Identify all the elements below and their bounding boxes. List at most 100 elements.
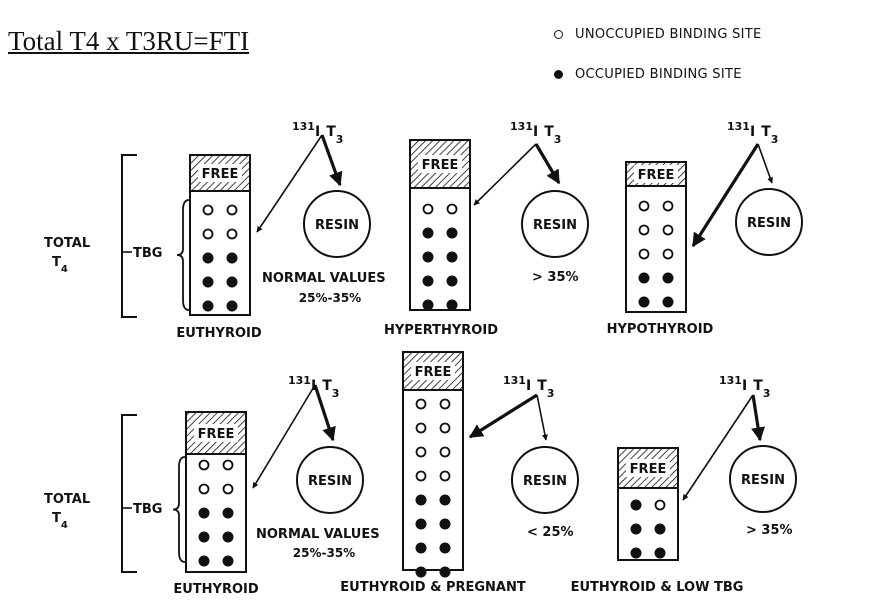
free-box: [418, 155, 462, 173]
occupied-site: [446, 227, 458, 239]
occupied-site: [222, 507, 234, 519]
occupied-site: [439, 566, 451, 578]
occupied-site: [422, 299, 434, 311]
occupied-site: [630, 547, 642, 559]
free-label: FREE: [198, 427, 235, 442]
unoccupied-site: [439, 470, 451, 482]
resin-circle: [729, 445, 797, 513]
unoccupied-site: [662, 200, 674, 212]
tracer-to-tbg-arrow: [252, 384, 316, 489]
occupied-site: [662, 296, 674, 308]
free-box: [194, 424, 238, 442]
unoccupied-site: [415, 422, 427, 434]
free-box: [626, 459, 670, 477]
resin-circle: [303, 190, 371, 258]
unoccupied-site: [222, 483, 234, 495]
occupied-site: [198, 555, 210, 567]
resin-label: RESIN: [741, 473, 785, 488]
unoccupied-site: [446, 203, 458, 215]
free-label: FREE: [422, 158, 459, 173]
occupied-site: [415, 494, 427, 506]
condition-label: HYPOTHYROID: [607, 322, 714, 337]
resin-circle: [521, 190, 589, 258]
resin-label: RESIN: [308, 474, 352, 489]
unoccupied-site: [415, 398, 427, 410]
page-title: Total T4 x T3RU=FTI: [8, 26, 250, 56]
occupied-site: [630, 499, 642, 511]
unoccupied-site: [439, 446, 451, 458]
occupied-site: [422, 227, 434, 239]
normal-range: 25%-35%: [293, 546, 355, 560]
unoccupied-site: [638, 248, 650, 260]
unoccupied-site: [226, 204, 238, 216]
occupied-site: [198, 531, 210, 543]
resin-circle: [511, 446, 579, 514]
resin-uptake-value: NORMAL VALUES: [262, 271, 386, 286]
tracer-to-tbg-arrow: [682, 394, 754, 501]
free-label: FREE: [202, 167, 239, 182]
condition-label: EUTHYROID: [173, 582, 258, 597]
unoccupied-site: [439, 398, 451, 410]
tracer-to-resin-arrow: [313, 384, 336, 442]
t4-label: T4: [52, 255, 68, 275]
occupied-site: [662, 272, 674, 284]
free-box: [634, 165, 678, 183]
unoccupied-site: [638, 224, 650, 236]
tracer-to-resin-arrow: [751, 394, 765, 442]
occupied-site: [630, 523, 642, 535]
tracer-to-resin-arrow: [536, 394, 548, 441]
tbg-label: TBG: [133, 502, 162, 517]
tracer-to-tbg-arrow: [468, 393, 538, 439]
unoccupied-site: [654, 499, 666, 511]
free-label: FREE: [415, 365, 452, 380]
occupied-site: [226, 276, 238, 288]
total-bracket: [121, 414, 137, 573]
resin-uptake-value: > 35%: [532, 270, 579, 285]
normal-range: 25%-35%: [299, 291, 361, 305]
unoccupied-site: [662, 224, 674, 236]
unoccupied-site: [662, 248, 674, 260]
tracer-to-tbg-arrow: [256, 134, 323, 233]
unoccupied-site: [415, 446, 427, 458]
condition-label: EUTHYROID & LOW TBG: [571, 580, 744, 595]
legend-unoccupied: UNOCCUPIED BINDING SITE: [554, 27, 762, 42]
tracer-to-tbg-arrow: [691, 143, 760, 248]
occupied-site: [222, 531, 234, 543]
unoccupied-site: [439, 422, 451, 434]
resin-circle: [735, 188, 803, 256]
resin-uptake-value: NORMAL VALUES: [256, 527, 380, 542]
occupied-site: [439, 542, 451, 554]
occupied-site: [198, 507, 210, 519]
occupied-site: [439, 494, 451, 506]
unoccupied-site: [202, 204, 214, 216]
occupied-site: [439, 518, 451, 530]
resin-uptake-value: > 35%: [746, 523, 793, 538]
resin-label: RESIN: [533, 218, 577, 233]
total-label: TOTAL: [44, 236, 90, 251]
total-label: TOTAL: [44, 492, 90, 507]
unoccupied-site: [415, 470, 427, 482]
free-label: FREE: [630, 462, 667, 477]
occupied-site: [202, 300, 214, 312]
t4-label: T4: [52, 511, 68, 531]
tbg-brace: [176, 199, 190, 311]
unoccupied-site: [202, 228, 214, 240]
occupied-site: [446, 299, 458, 311]
occupied-site: [222, 555, 234, 567]
occupied-site: [654, 523, 666, 535]
tbg-label: TBG: [133, 246, 162, 261]
unoccupied-site: [638, 200, 650, 212]
resin-uptake-value: < 25%: [527, 525, 574, 540]
